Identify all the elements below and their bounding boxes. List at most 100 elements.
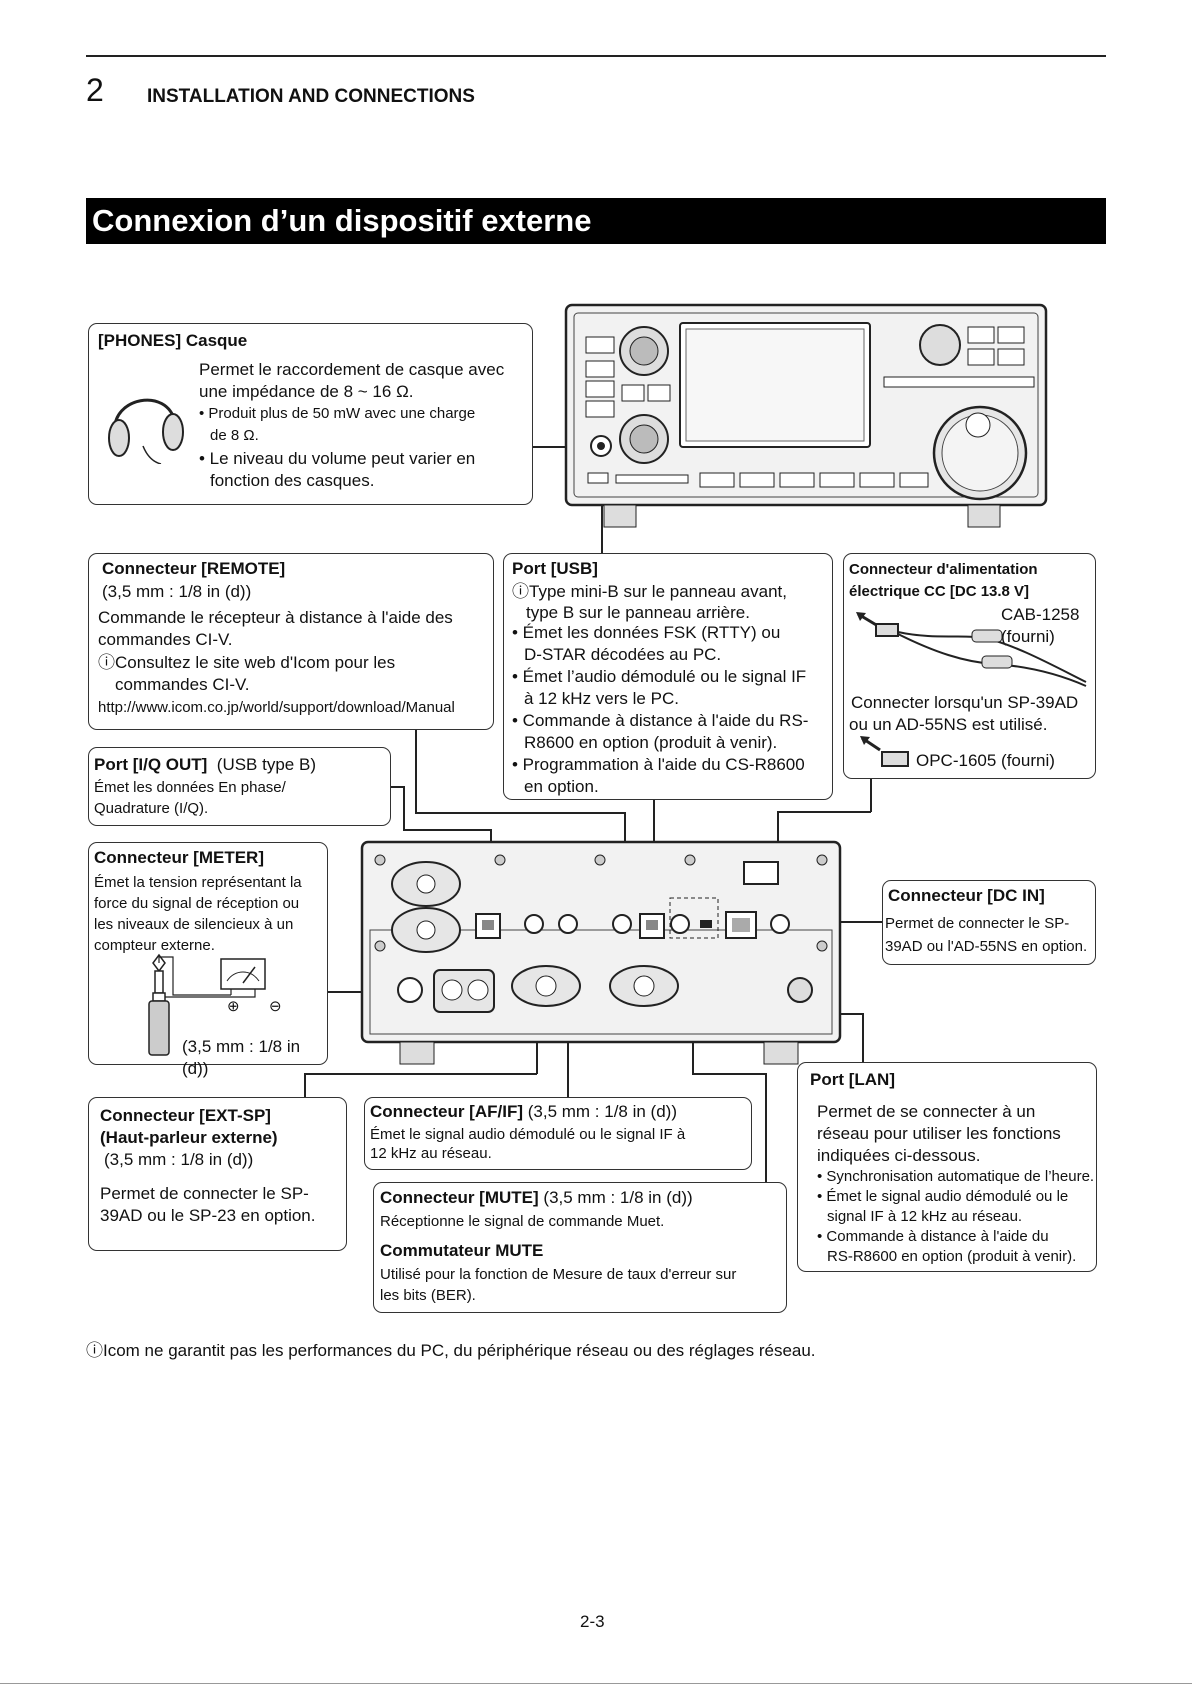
meter-line1: Émet la tension représentant la [94,874,302,891]
cab-supplied: (fourni) [1001,627,1055,646]
usb-line6: à 12 kHz vers le PC. [524,689,679,708]
leader-line [415,812,625,814]
opc-plug-icon [860,736,909,767]
phones-line1: Permet le raccordement de casque avec [199,360,505,379]
remote-line1: Commande le récepteur à distance à l'aid… [98,608,453,627]
usb-line1: ⓘType mini-B sur le panneau avant, [512,582,787,601]
bottom-rule [0,1683,1192,1684]
leader-line [415,729,417,813]
mute-line2: Utilisé pour la fonction de Mesure de ta… [380,1266,737,1283]
meter-plug-diagram [148,953,266,1056]
usb-line7: • Commande à distance à l'aide du RS- [512,711,809,730]
meter-plus: ⊕ [227,998,240,1015]
lan-bullet1: • Synchronisation automatique de l’heure… [817,1168,1095,1185]
leader-line [403,829,491,831]
ext-sp-title2: (Haut-parleur externe) [100,1128,278,1147]
leader-line [692,1073,766,1075]
dc-power-title1: Connecteur d'alimentation [849,561,1038,578]
dc-power-line2: ou un AD-55NS est utilisé. [849,715,1048,734]
leader-line [777,811,871,813]
meter-spec: (3,5 mm : 1/8 in (d)) [182,1037,301,1078]
usb-line2: type B sur le panneau arrière. [526,603,750,622]
remote-line4: commandes CI-V. [115,675,250,694]
usb-line3: • Émet les données FSK (RTTY) ou [512,623,781,642]
usb-line4: D-STAR décodées au PC. [524,645,722,664]
leader-line [403,786,405,829]
remote-spec: (3,5 mm : 1/8 in (d)) [102,582,252,601]
af-if-title-row: Connecteur [AF/IF] (3,5 mm : 1/8 in (d)) [370,1101,677,1123]
af-if-box: Connecteur [AF/IF] (3,5 mm : 1/8 in (d))… [364,1097,752,1170]
remote-line2: commandes CI-V. [98,630,233,649]
dc-in-line2: 39AD ou l'AD-55NS en option. [885,938,1088,955]
usb-line8: R8600 en option (produit à venir). [524,733,778,752]
iq-line2: Quadrature (I/Q). [94,800,209,817]
usb-box: Port [USB] ⓘType mini-B sur le panneau a… [503,553,833,800]
phones-line2: une impédance de 8 ~ 16 Ω. [199,382,414,401]
page-number: 2-3 [580,1612,605,1631]
leader-line [601,487,603,554]
iq-out-box: Port [I/Q OUT] (USB type B) Émet les don… [88,747,391,826]
meter-line2: force du signal de réception ou [94,895,300,912]
lan-box: Port [LAN] Permet de se connecter à un r… [797,1062,1097,1272]
meter-minus: ⊖ [269,998,282,1015]
cab-label: CAB-1258 [1001,605,1080,624]
leader-line [870,778,872,812]
meter-title: Connecteur [METER] [94,848,264,867]
phones-bullet1-cont: de 8 Ω. [210,427,259,444]
phones-title: [PHONES] Casque [98,331,248,350]
leader-line [532,446,592,448]
remote-box: Connecteur [REMOTE] (3,5 mm : 1/8 in (d)… [88,553,494,730]
dc-in-line1: Permet de connecter le SP- [885,915,1070,932]
remote-line3: ⓘConsultez le site web d'Icom pour les [98,653,396,672]
opc-label: OPC-1605 (fourni) [916,751,1055,770]
iq-title-row: Port [I/Q OUT] (USB type B) [94,754,316,776]
phones-bullet2: • Le niveau du volume peut varier en [199,449,476,468]
leader-line [862,1013,864,1063]
phones-bullet2-cont: fonction des casques. [210,471,375,490]
mute-switch-title: Commutateur MUTE [380,1241,544,1260]
front-panel-illustration [564,303,1048,528]
meter-line3: les niveaux de silencieux à un [94,916,294,933]
lan-line2: réseau pour utiliser les fonctions [817,1124,1061,1143]
dc-in-box: Connecteur [DC IN] Permet de connecter l… [882,880,1096,965]
dc-power-box: Connecteur d'alimentation électrique CC … [843,553,1096,779]
phones-box: [PHONES] Casque Permet le raccordement d… [88,323,533,505]
ext-sp-spec: (3,5 mm : 1/8 in (d)) [104,1150,254,1169]
usb-line9: • Programmation à l'aide du CS-R8600 [512,755,805,774]
chapter-title: INSTALLATION AND CONNECTIONS [147,86,475,107]
dc-in-title: Connecteur [DC IN] [888,886,1045,905]
phones-bullet1: • Produit plus de 50 mW avec une charge [199,405,476,422]
ext-sp-box: Connecteur [EXT-SP] (Haut-parleur extern… [88,1097,347,1251]
footer-note: ⓘIcom ne garantit pas les performances d… [86,1341,816,1360]
remote-title: Connecteur [REMOTE] [102,559,286,578]
dc-power-line1: Connecter lorsqu'un SP-39AD [851,693,1079,712]
lan-title: Port [LAN] [810,1070,895,1089]
mute-spec: (3,5 mm : 1/8 in (d)) [543,1188,693,1207]
meter-line4: compteur externe. [94,937,215,954]
lan-line1: Permet de se connecter à un [817,1102,1036,1121]
usb-title: Port [USB] [512,559,598,578]
leader-line [390,786,404,788]
power-cable-icon [856,612,1087,687]
leader-line [304,1073,306,1098]
mute-line3: les bits (BER). [380,1287,476,1304]
usb-line10: en option. [524,777,599,796]
remote-url[interactable]: http://www.icom.co.jp/world/support/down… [98,699,455,716]
leader-line [765,1073,767,1185]
top-rule [86,55,1106,57]
mute-title-row: Connecteur [MUTE] (3,5 mm : 1/8 in (d)) [380,1187,693,1209]
lan-bullet3: • Commande à distance à l'aide du [817,1228,1049,1245]
ext-sp-title1: Connecteur [EXT-SP] [100,1106,271,1125]
af-if-line2: 12 kHz au réseau. [370,1145,492,1162]
leader-line [304,1073,537,1075]
rear-panel-illustration [360,840,842,1065]
af-if-spec: (3,5 mm : 1/8 in (d)) [527,1102,677,1121]
usb-line5: • Émet l’audio démodulé ou le signal IF [512,667,807,686]
lan-line3: indiquées ci-dessous. [817,1146,981,1165]
lan-bullet2-cont: signal IF à 12 kHz au réseau. [827,1208,1023,1225]
meter-box: Connecteur [METER] Émet la tension repré… [88,842,328,1078]
section-title: Connexion d’un dispositif externe [86,198,1106,244]
lan-bullet3-cont: RS-R8600 en option (produit à venir). [827,1248,1077,1265]
chapter-number: 2 [86,72,104,108]
mute-box: Connecteur [MUTE] (3,5 mm : 1/8 in (d)) … [373,1182,787,1313]
